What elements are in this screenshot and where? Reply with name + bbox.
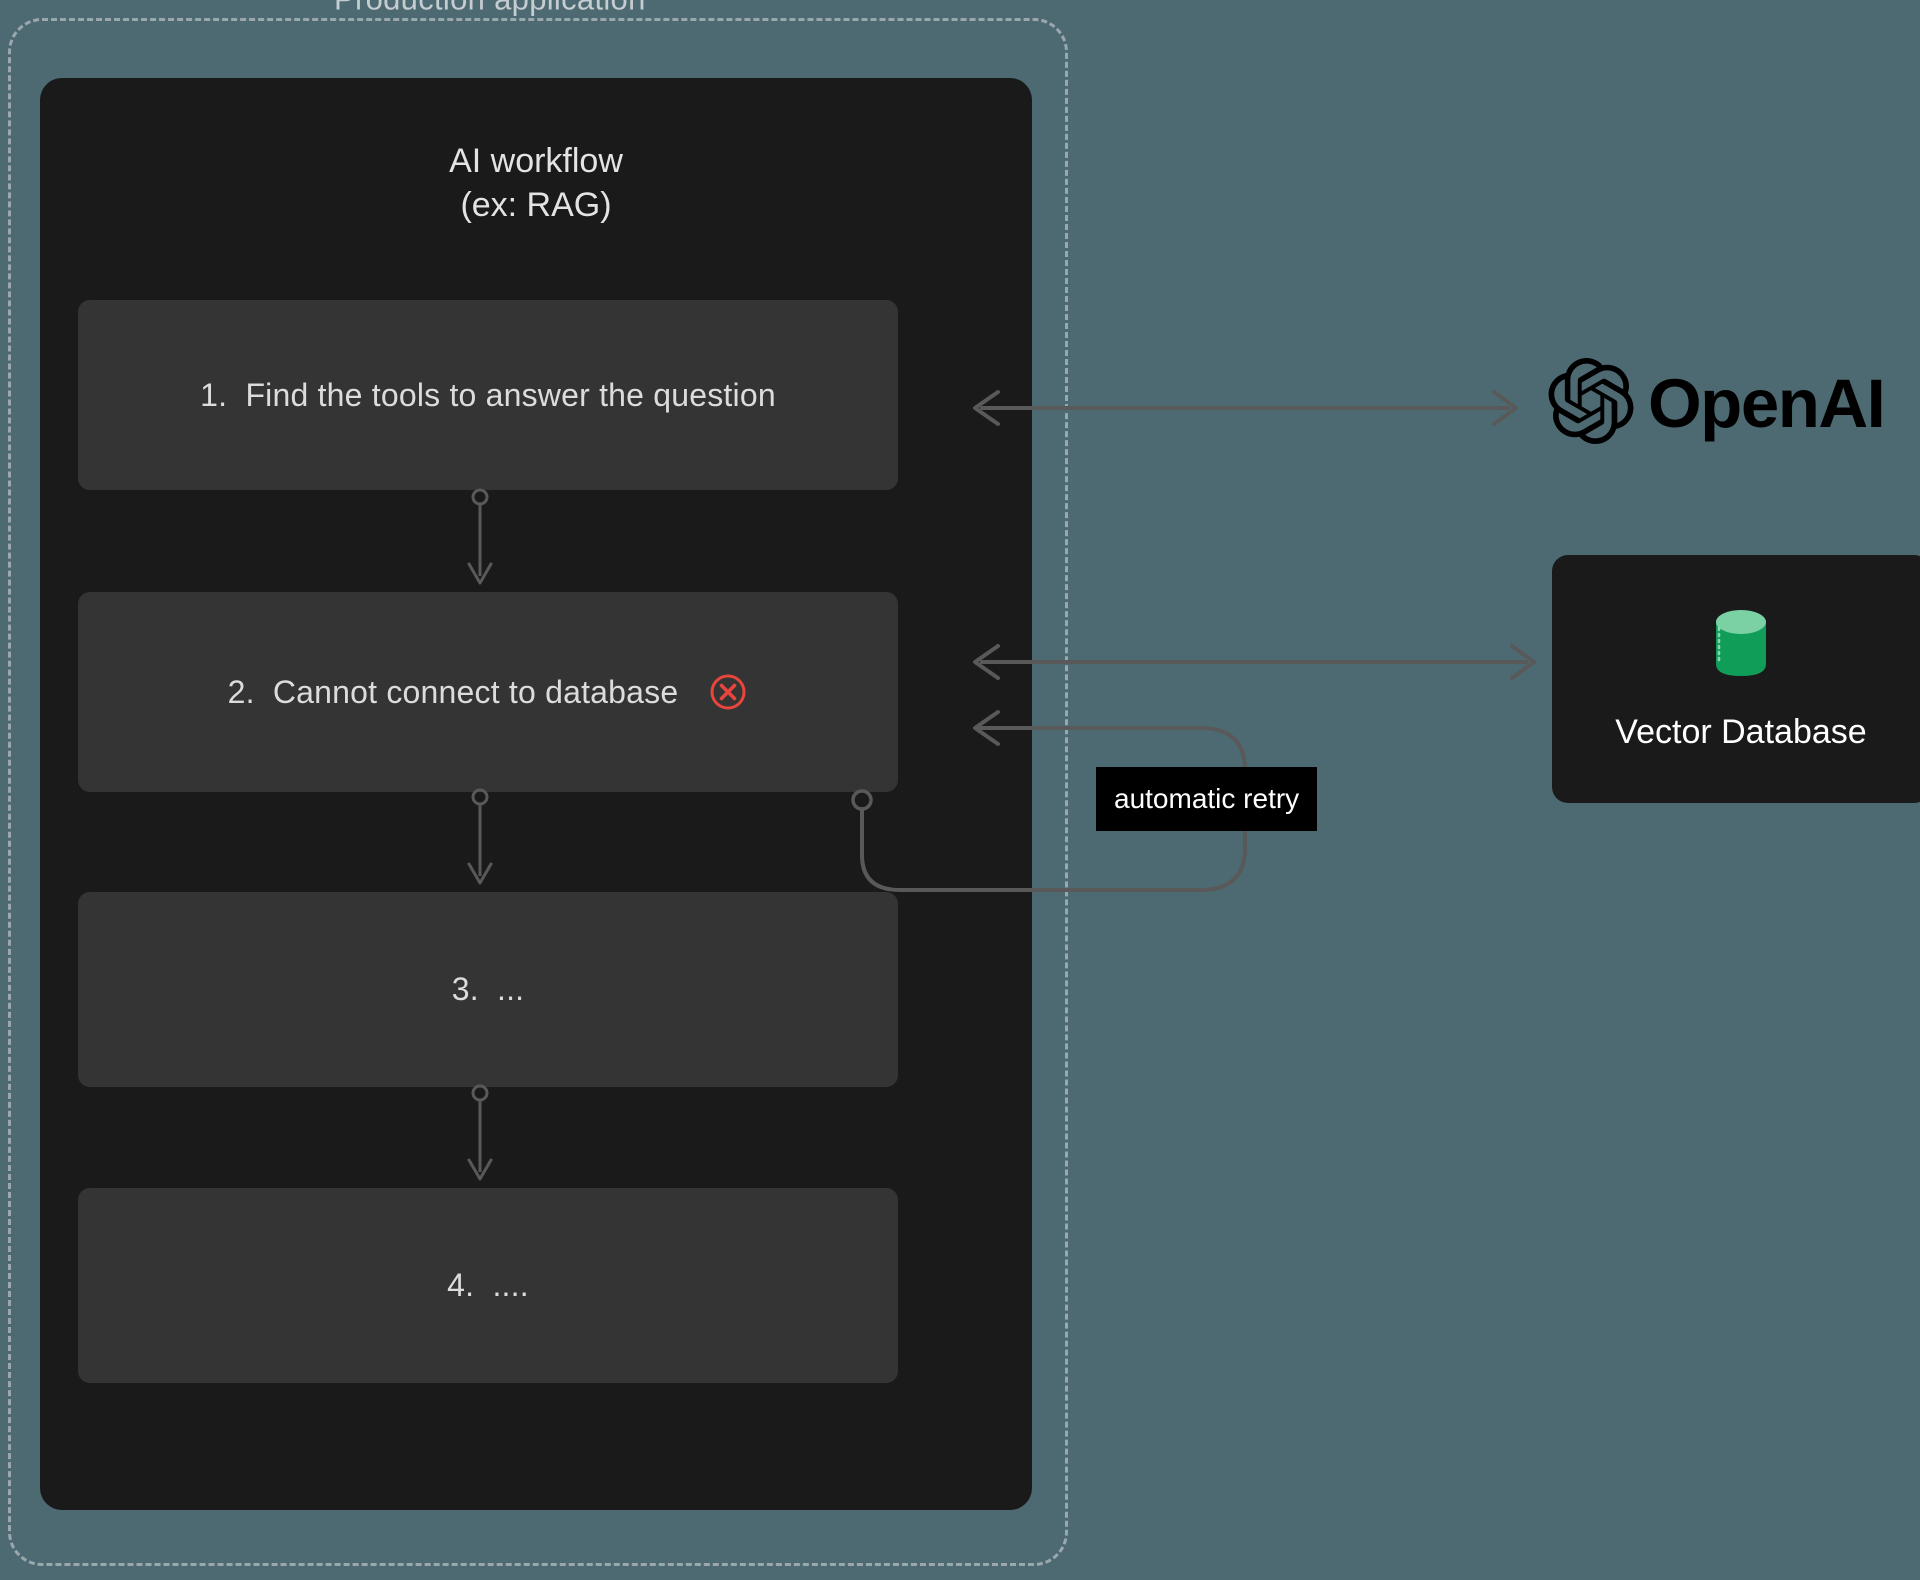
connector-step1-to-step2 [460,488,500,597]
automatic-retry-label: automatic retry [1096,767,1318,831]
production-application-label: Production application [318,0,662,18]
openai-node[interactable]: OpenAI [1548,358,1886,449]
workflow-step-2[interactable]: 2. Cannot connect to database [78,592,898,792]
ai-workflow-title: AI workflow (ex: RAG) [449,142,623,224]
workflow-step-4-label: 4. .... [447,1267,529,1303]
database-cylinder-icon [1710,606,1772,687]
openai-wordmark: OpenAI [1648,365,1886,442]
workflow-step-3-label: 3. ... [451,971,525,1007]
workflow-step-2-label: 2. Cannot connect to database [227,673,679,710]
vector-database-node[interactable]: Vector Database [1552,555,1920,803]
workflow-step-4[interactable]: 4. .... [78,1188,898,1383]
connector-step2-to-step3 [460,788,500,897]
vector-database-label: Vector Database [1615,713,1867,751]
openai-logo-icon [1548,358,1634,449]
error-circle-x-icon [708,672,748,712]
workflow-step-1[interactable]: 1. Find the tools to answer the question [78,300,898,490]
connector-step3-to-step4 [460,1084,500,1193]
workflow-step-1-label: 1. Find the tools to answer the question [200,376,776,413]
workflow-step-3[interactable]: 3. ... [78,892,898,1087]
